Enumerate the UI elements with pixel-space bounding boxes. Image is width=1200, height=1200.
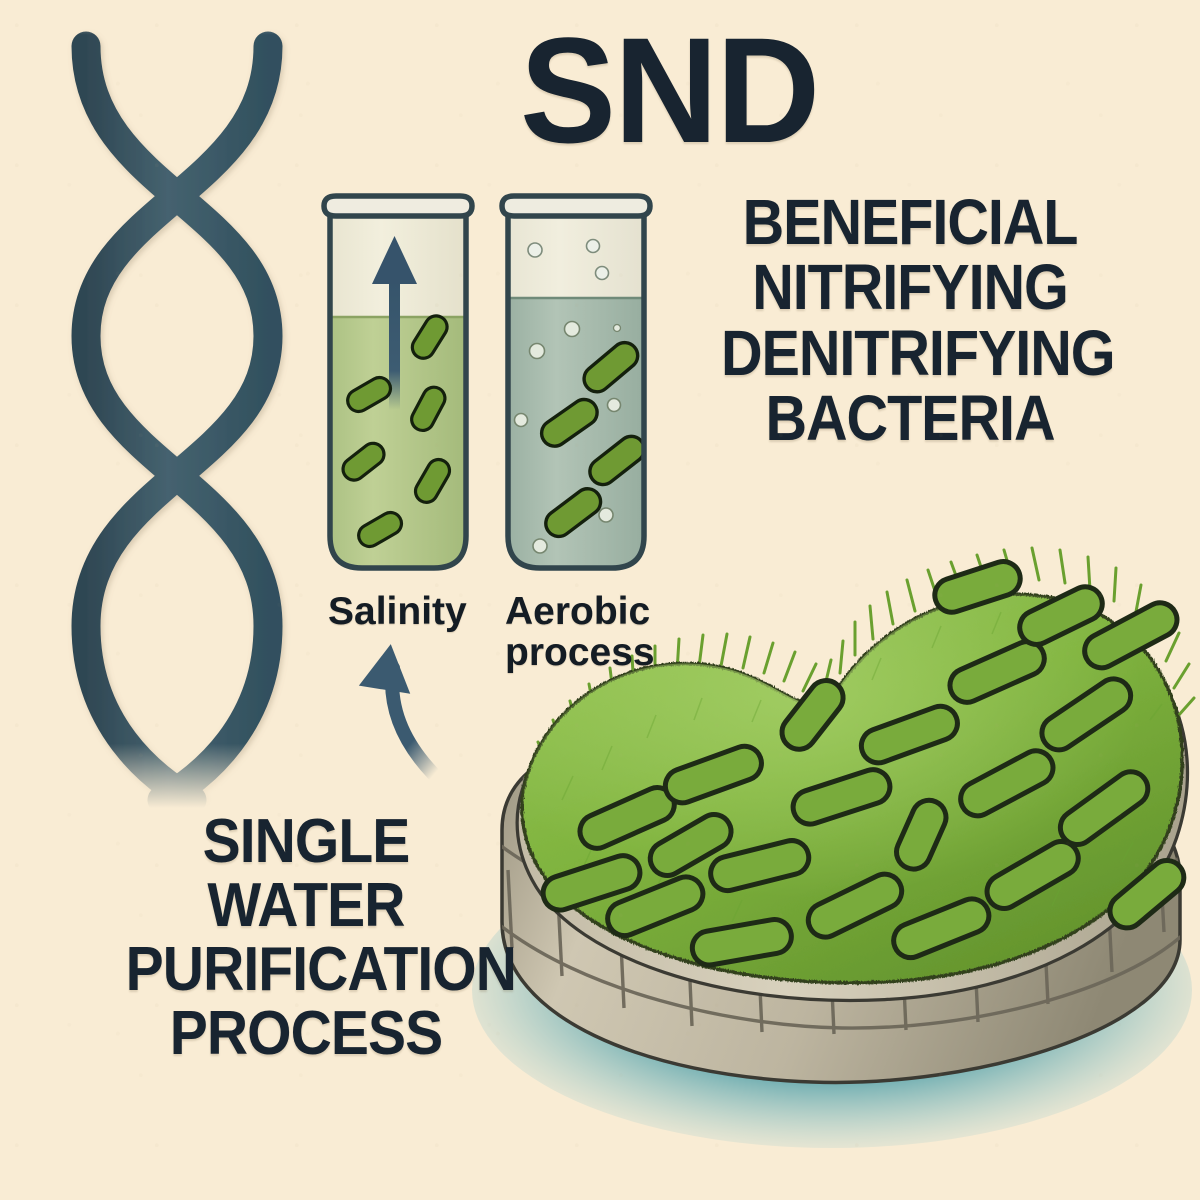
test-tube-aerobic[interactable] bbox=[494, 188, 658, 580]
dna-double-helix-icon bbox=[42, 18, 312, 808]
biofilm-rods bbox=[540, 559, 1187, 968]
tube-glass-outline bbox=[505, 211, 647, 571]
dna-fade-top bbox=[42, 18, 312, 138]
process-caption-text: SINGLE WATER PURIFICATION PROCESS bbox=[125, 807, 517, 1068]
arrow-head bbox=[358, 644, 411, 694]
tube-label-salinity: Salinity bbox=[328, 590, 467, 633]
page-title: SND bbox=[520, 6, 820, 174]
subtitle-text: BENEFICIAL NITRIFYING DENITRIFYING BACTE… bbox=[721, 186, 1116, 454]
dna-fade-bottom bbox=[42, 578, 312, 808]
tube-glass-outline bbox=[327, 211, 469, 571]
curved-up-arrow-icon bbox=[358, 644, 455, 795]
bubbles-aerobic bbox=[513, 238, 622, 554]
bacteria-rods-aerobic bbox=[539, 340, 644, 539]
tube-label-aerobic: Aerobic process bbox=[505, 590, 655, 674]
up-arrow-icon bbox=[372, 236, 417, 410]
biofilm-mound bbox=[520, 546, 1196, 985]
test-tube-salinity[interactable] bbox=[316, 188, 480, 580]
tube-rim-lip bbox=[321, 193, 475, 219]
tube-rim-lip bbox=[499, 193, 653, 219]
bacteria-colony-icon bbox=[472, 546, 1196, 1148]
bacteria-rods-salinity bbox=[341, 314, 452, 549]
